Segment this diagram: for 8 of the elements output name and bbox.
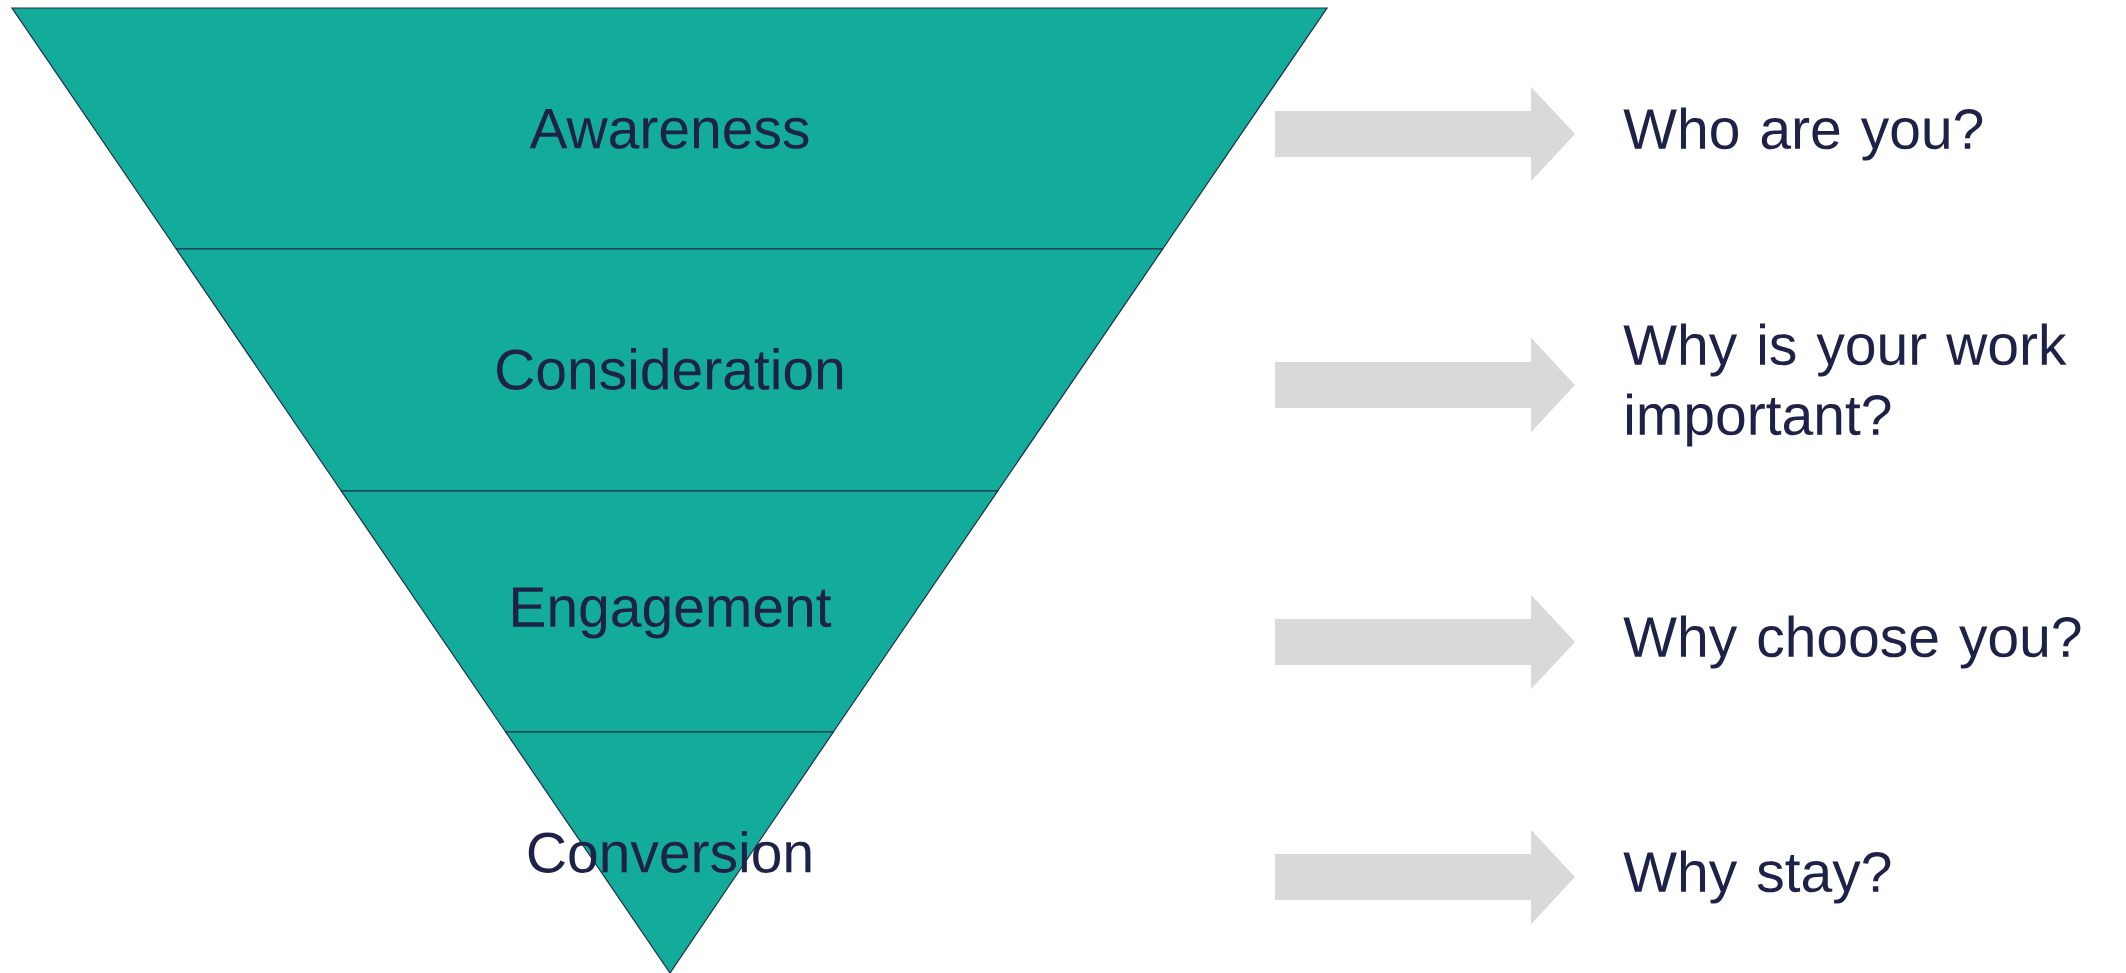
- band-label: Engagement: [513, 587, 832, 639]
- funnel-band: [175, 248, 1164, 492]
- band-label: Consideration: [497, 348, 843, 390]
- band-label: Awareness: [529, 109, 809, 149]
- question-text: Why stay?: [1623, 850, 1891, 904]
- question-text: Why choose you?: [1623, 615, 2081, 669]
- question-text: Who are you?: [1623, 107, 1983, 161]
- question-text: Why is your work important?: [1623, 323, 2067, 447]
